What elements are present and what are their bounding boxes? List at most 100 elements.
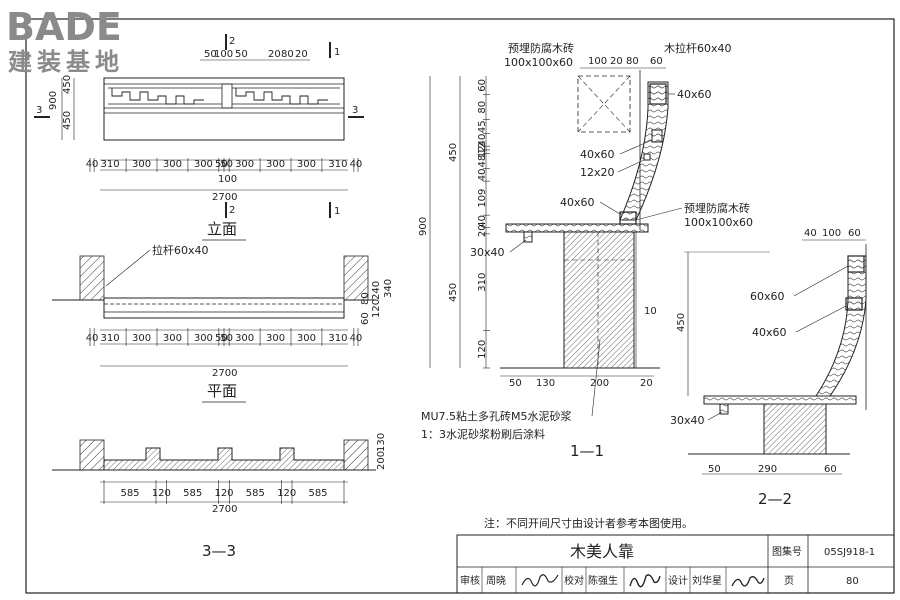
- dim-value: 20: [477, 224, 488, 237]
- plan-dim-340: 340: [383, 279, 394, 298]
- dim-value: 120: [152, 488, 171, 499]
- dim-value: 300: [266, 333, 285, 344]
- elev-dim-450b: 450: [62, 111, 73, 130]
- brand-logo: BADE 建装基地: [6, 5, 124, 76]
- s11-member-30x40: 30x40: [470, 246, 505, 259]
- dim-value: 585: [246, 488, 265, 499]
- dim-value: 12: [477, 142, 488, 155]
- dim-value: 300: [163, 159, 182, 170]
- plan-title: 平面: [207, 382, 237, 400]
- s11-outer-450a: 450: [448, 143, 459, 162]
- dim-value: 300: [132, 333, 151, 344]
- plan-total: 2700: [212, 368, 237, 379]
- dim-value: 585: [183, 488, 202, 499]
- dim-value: 40: [477, 134, 488, 147]
- s11-member-12x20: 12x20: [580, 166, 615, 179]
- tb-page-no: 80: [846, 576, 859, 587]
- elev-dim-50b: 50: [235, 49, 248, 60]
- s11-note-line1: MU7.5粘土多孔砖M5水泥砂浆: [421, 409, 572, 423]
- s11-member-40x60-mid: 40x60: [580, 148, 615, 161]
- dim-value: 310: [328, 333, 347, 344]
- plan-dim-60: 60: [360, 312, 371, 325]
- s11-bottom-200: 200: [590, 378, 609, 389]
- s11-brick-top-label: 预埋防腐木砖: [508, 41, 574, 55]
- dim-value: 48: [477, 155, 488, 168]
- s11-outer-450b: 450: [448, 283, 459, 302]
- designer-signature: [731, 576, 765, 587]
- plan-rail-label: 拉杆60x40: [152, 243, 209, 257]
- s11-member-40x60-top: 40x60: [677, 88, 712, 101]
- dim-value: 310: [477, 273, 488, 292]
- dim-value: 300: [235, 333, 254, 344]
- dim-value: 585: [308, 488, 327, 499]
- dim-value: 50: [220, 333, 233, 344]
- s22-top-60: 60: [848, 228, 861, 239]
- dim-value: 50: [220, 159, 233, 170]
- s22-bottom-60: 60: [824, 464, 837, 475]
- tb-design-label: 设计: [668, 574, 688, 587]
- s11-rail-label: 木拉杆60x40: [664, 41, 732, 55]
- dim-value: 310: [101, 159, 120, 170]
- dim-value: 40: [477, 215, 488, 228]
- s11-note-line2: 1：3水泥砂浆粉刷后涂料: [421, 427, 545, 441]
- s22-bottom-50: 50: [708, 464, 721, 475]
- section-1-1: 预埋防腐木砖 100x100x60 木拉杆60x40 100 20 80 60 …: [418, 41, 753, 460]
- s11-brick-top-size: 100x100x60: [504, 56, 573, 69]
- elevation-title: 立面: [207, 220, 237, 238]
- dim-value: 50: [215, 333, 228, 344]
- dim-value: 300: [194, 333, 213, 344]
- s11-title: 1—1: [570, 442, 604, 460]
- elev-dim-80: 80: [281, 49, 294, 60]
- elev-dim-20a: 20: [268, 49, 281, 60]
- s11-top-dim-80: 80: [626, 56, 639, 67]
- title-block: 木美人靠 图集号 05SJ918-1 页 80 审核 周晓 校对 陈强生 设计 …: [456, 534, 895, 594]
- tb-page-label: 页: [784, 575, 794, 587]
- elev-total: 2700: [212, 192, 237, 203]
- plan-dim-240: 240: [371, 281, 382, 300]
- s22-member-40x60: 40x60: [752, 326, 787, 339]
- s22-member-30x40: 30x40: [670, 414, 705, 427]
- reviewer-signature: [521, 574, 559, 587]
- dim-value: 60: [477, 79, 488, 92]
- s22-title: 2—2: [758, 490, 792, 508]
- logo-cn-text: 建装基地: [8, 48, 124, 76]
- dim-value: 310: [101, 333, 120, 344]
- tb-reviewer: 周晓: [486, 575, 506, 587]
- tb-title: 木美人靠: [570, 542, 634, 561]
- tb-review-label: 审核: [460, 574, 480, 587]
- s11-brick-mid-size: 100x100x60: [684, 216, 753, 229]
- dim-value: 310: [328, 159, 347, 170]
- dim-value: 40: [350, 159, 363, 170]
- dim-value: 45: [477, 120, 488, 133]
- dim-value: 50: [215, 159, 228, 170]
- s11-bottom-130: 130: [536, 378, 555, 389]
- dim-value: 109: [477, 189, 488, 208]
- tb-atlas-label: 图集号: [772, 545, 802, 558]
- section-mark-3-right: 3: [352, 105, 358, 116]
- dim-value: 40: [86, 159, 99, 170]
- s11-outer-900: 900: [418, 217, 429, 236]
- tb-check-label: 校对: [564, 574, 584, 587]
- section-mark-3-left: 3: [36, 105, 42, 116]
- s22-top-40: 40: [804, 228, 817, 239]
- s11-bottom-20: 20: [640, 378, 653, 389]
- dim-value: 300: [266, 159, 285, 170]
- s22-bottom-290: 290: [758, 464, 777, 475]
- section-2-2: 40 100 60 60x60 40x60 30x40 450 50 290 6…: [670, 228, 867, 508]
- elev-dim-450a: 450: [62, 75, 73, 94]
- dim-value: 300: [297, 159, 316, 170]
- s11-brick-mid-label: 预埋防腐木砖: [684, 201, 750, 215]
- s22-side-450: 450: [676, 313, 687, 332]
- dim-value: 300: [297, 333, 316, 344]
- plan-dim-80: 80: [360, 292, 371, 305]
- dim-value: 300: [194, 159, 213, 170]
- dim-value: 120: [277, 488, 296, 499]
- elev-dim-100: 100: [214, 49, 233, 60]
- s33-dim-200: 200: [376, 451, 387, 470]
